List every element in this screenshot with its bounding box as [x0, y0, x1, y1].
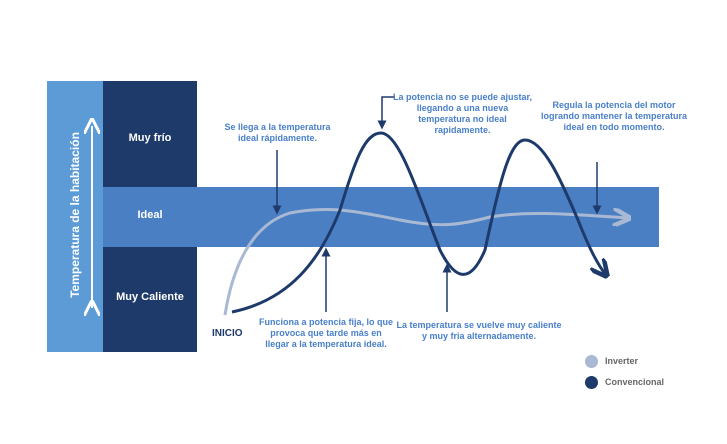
legend-conventional-label: Convencional: [605, 377, 665, 387]
note-inverter-fast: Se llega a la temperatura ideal rápidame…: [224, 122, 331, 143]
note-regulate: Regula la potencia del motor logrando ma…: [540, 100, 688, 132]
note-alternate: La temperatura se vuelve muy caliente y …: [396, 320, 562, 341]
note-overshoot: La potencia no se puede ajustar, llegand…: [392, 92, 533, 135]
legend-inverter-swatch: [585, 355, 598, 368]
legend-conventional-swatch: [585, 376, 598, 389]
note-fixed: Funciona a potencia fija, lo que provoca…: [258, 317, 393, 349]
zone-ideal-label: Ideal: [137, 209, 163, 221]
legend-inverter-label: Inverter: [605, 356, 639, 366]
start-label: INICIO: [212, 328, 243, 339]
zone-hot: [103, 247, 197, 352]
zone-cold-label: Muy frío: [128, 132, 172, 144]
inverter-curve: [223, 208, 628, 316]
pointer-overshoot: [377, 96, 395, 130]
zone-cold: [103, 81, 197, 187]
conventional-curve: [231, 131, 606, 314]
zone-hot-label: Muy Caliente: [116, 291, 184, 303]
